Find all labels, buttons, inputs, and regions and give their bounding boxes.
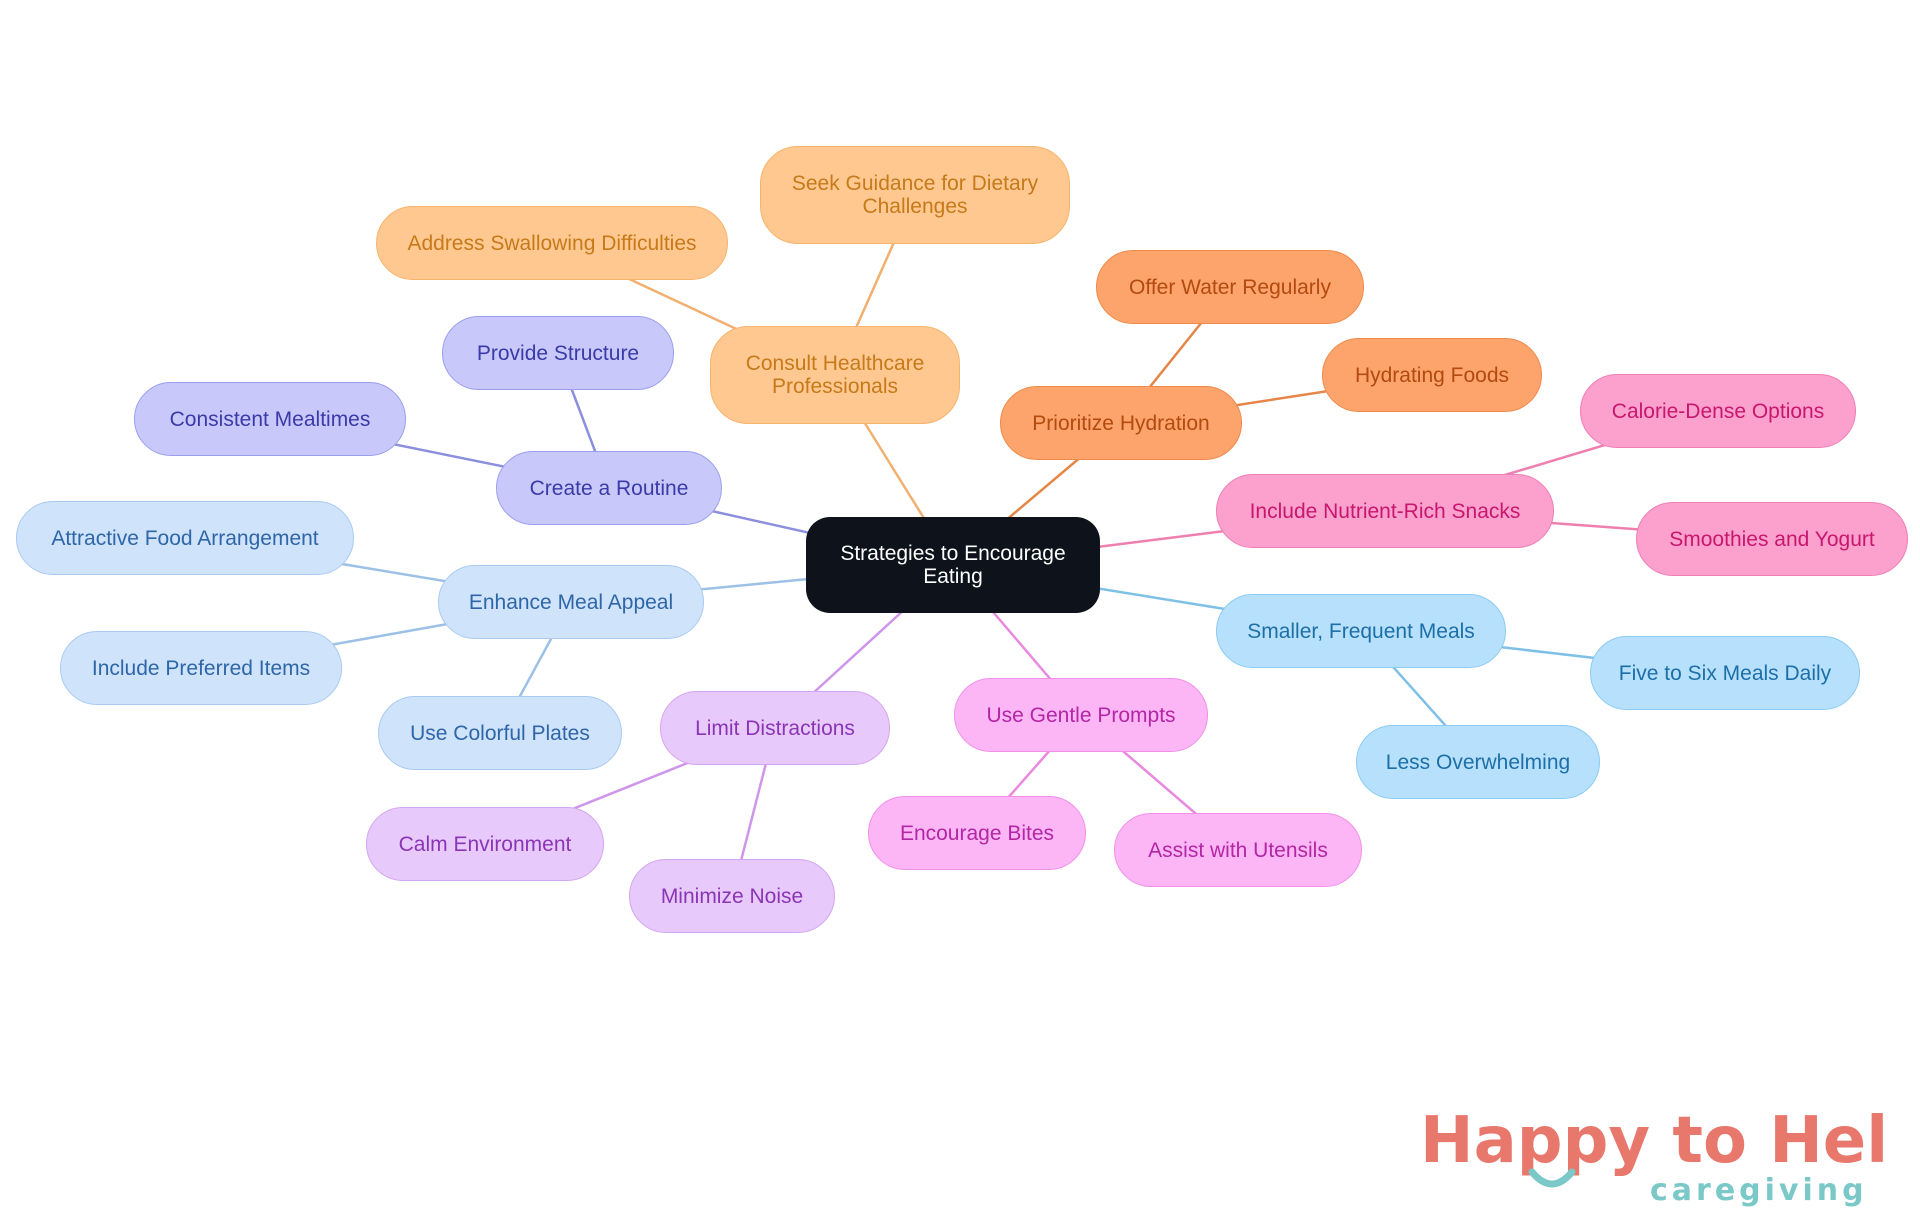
leaf-node-appeal-0: Attractive Food Arrangement	[16, 501, 354, 575]
branch-node-distractions: Limit Distractions	[660, 691, 890, 765]
logo-title: Happy to Help	[1420, 1104, 1890, 1178]
leaf-node-hydration-0: Offer Water Regularly	[1096, 250, 1364, 324]
leaf-node-routine-1: Consistent Mealtimes	[134, 382, 406, 456]
leaf-node-routine-0: Provide Structure	[442, 316, 674, 390]
branch-node-routine: Create a Routine	[496, 451, 722, 525]
logo-smile-icon	[1528, 1168, 1576, 1188]
logo-subtitle: caregiving	[1650, 1173, 1868, 1208]
leaf-node-snacks-0: Calorie-Dense Options	[1580, 374, 1856, 448]
leaf-node-frequent-0: Five to Six Meals Daily	[1590, 636, 1860, 710]
leaf-node-prompts-1: Assist with Utensils	[1114, 813, 1362, 887]
branch-node-appeal: Enhance Meal Appeal	[438, 565, 704, 639]
happy-to-help-logo: Happy to Help caregiving	[1420, 1104, 1890, 1208]
leaf-node-appeal-2: Use Colorful Plates	[378, 696, 622, 770]
leaf-node-frequent-1: Less Overwhelming	[1356, 725, 1600, 799]
leaf-node-distractions-1: Minimize Noise	[629, 859, 835, 933]
leaf-node-appeal-1: Include Preferred Items	[60, 631, 342, 705]
branch-node-hydration: Prioritize Hydration	[1000, 386, 1242, 460]
leaf-node-healthcare-0: Seek Guidance for Dietary Challenges	[760, 146, 1070, 244]
leaf-node-distractions-0: Calm Environment	[366, 807, 604, 881]
leaf-node-prompts-0: Encourage Bites	[868, 796, 1086, 870]
branch-node-prompts: Use Gentle Prompts	[954, 678, 1208, 752]
branch-node-frequent: Smaller, Frequent Meals	[1216, 594, 1506, 668]
branch-node-snacks: Include Nutrient-Rich Snacks	[1216, 474, 1554, 548]
branch-node-healthcare: Consult Healthcare Professionals	[710, 326, 960, 424]
leaf-node-snacks-1: Smoothies and Yogurt	[1636, 502, 1908, 576]
leaf-node-healthcare-1: Address Swallowing Difficulties	[376, 206, 728, 280]
leaf-node-hydration-1: Hydrating Foods	[1322, 338, 1542, 412]
root-node: Strategies to Encourage Eating	[806, 517, 1100, 613]
